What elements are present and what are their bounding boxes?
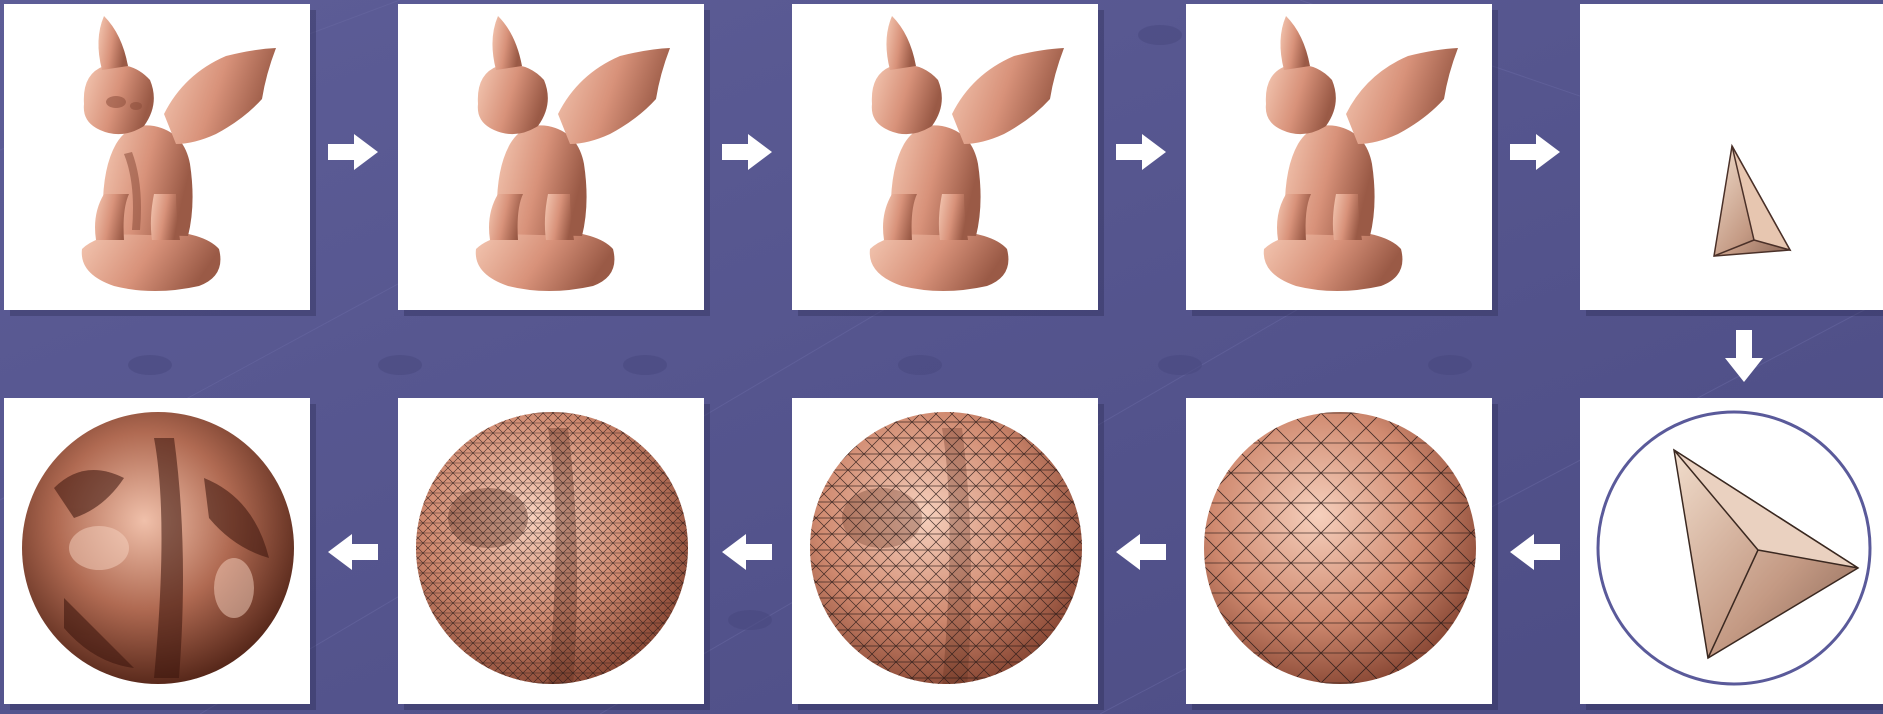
arrow-left-icon bbox=[1114, 532, 1168, 572]
panel-tetrahedron bbox=[1580, 4, 1883, 310]
panel-gargoyle-coarse-mesh bbox=[1186, 4, 1492, 310]
panel-sphere-medium-mesh bbox=[792, 398, 1098, 704]
arrow-left-icon bbox=[720, 532, 774, 572]
arrow-right-icon bbox=[1508, 132, 1562, 172]
arrow-right-icon bbox=[1114, 132, 1168, 172]
panel-gargoyle-smooth bbox=[4, 4, 310, 310]
panel-gargoyle-dense-mesh bbox=[398, 4, 704, 310]
arrow-right-icon bbox=[326, 132, 380, 172]
panel-tetrahedron-on-sphere bbox=[1580, 398, 1883, 704]
arrow-down-icon bbox=[1723, 328, 1765, 384]
panel-sphere-smooth bbox=[4, 398, 310, 704]
arrow-left-icon bbox=[326, 532, 380, 572]
panel-sphere-dense-mesh bbox=[398, 398, 704, 704]
panel-gargoyle-medium-mesh bbox=[792, 4, 1098, 310]
arrow-left-icon bbox=[1508, 532, 1562, 572]
arrow-right-icon bbox=[720, 132, 774, 172]
panel-sphere-coarse-mesh bbox=[1186, 398, 1492, 704]
